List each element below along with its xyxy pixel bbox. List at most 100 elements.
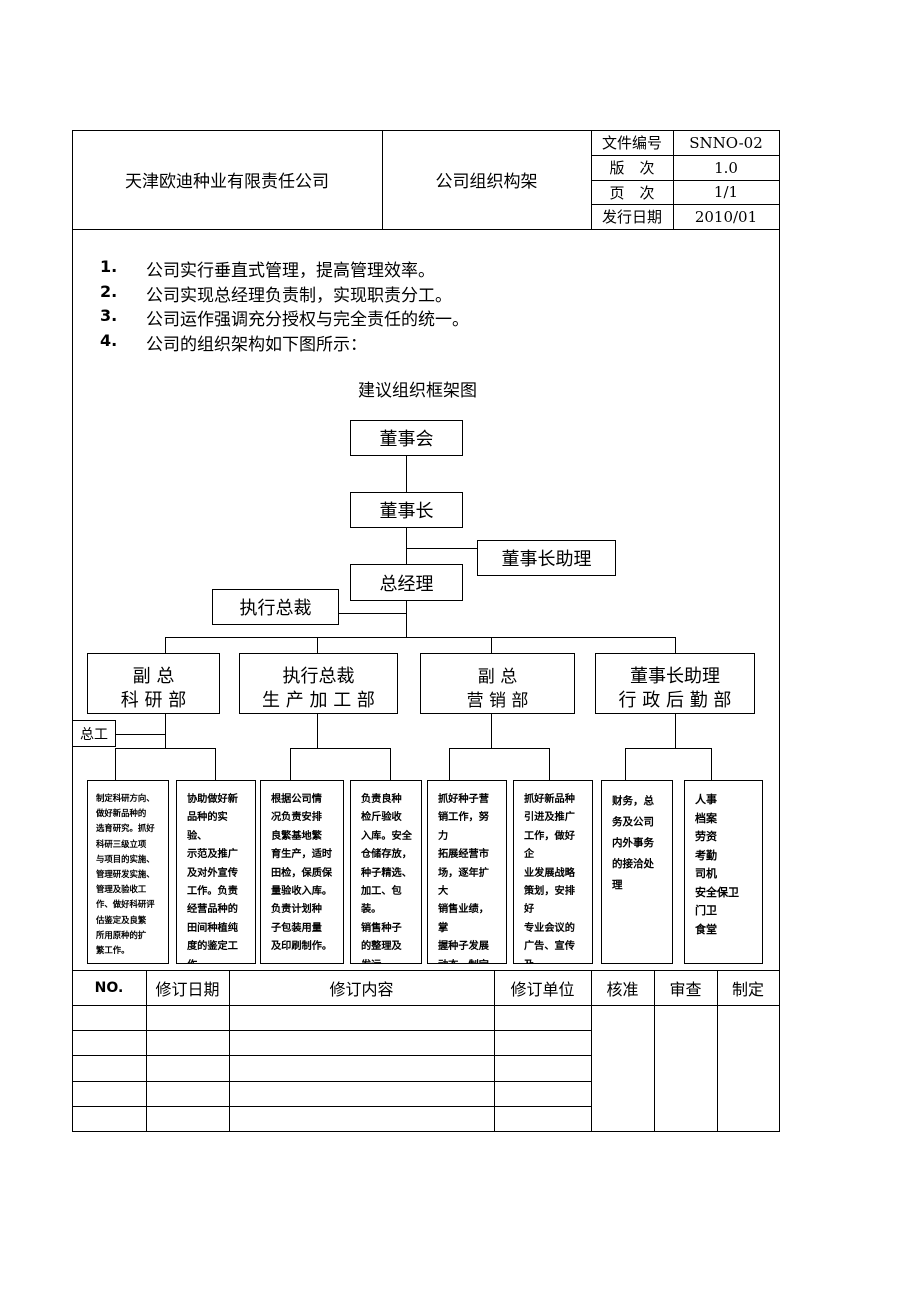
meta-value-issue-date: 2010/01 <box>694 207 758 226</box>
frame-left <box>72 130 73 1132</box>
dept-box-marketing: 副 总 营 销 部 <box>420 653 575 714</box>
duty-box-marketing-1: 抓好种子营 销工作，努力 拓展经营市 场，逐年扩大 销售业绩，掌 握种子发展 动… <box>427 780 507 964</box>
connector-dept-3 <box>491 637 492 653</box>
dept-box-admin-logistics: 董事长助理 行 政 后 勤 部 <box>595 653 755 714</box>
meta-label-issue-date: 发行日期 <box>601 208 662 226</box>
dept-name: 科 研 部 <box>120 690 187 711</box>
org-chart-title: 建议组织框架图 <box>358 381 477 401</box>
document-title: 公司组织构架 <box>435 172 538 192</box>
rev-header-unit: 修订单位 <box>510 979 575 999</box>
dept-box-production: 执行总裁 生 产 加 工 部 <box>239 653 398 714</box>
duty-text: 负责良种 检斤验收 入库。安全 仓储存放， 种子精选、 加工、包装。 销售种子 … <box>361 794 412 963</box>
duty-text: 抓好种子营 销工作，努力 拓展经营市 场，逐年扩大 销售业绩，掌 握种子发展 动… <box>438 794 489 963</box>
duty-box-research-2: 协助做好新 品种的实验、 示范及推广 及对外宣传 工作。负责 经营品种的 田间种… <box>176 780 256 964</box>
header-bottom-line <box>72 229 780 230</box>
company-name: 天津欧迪种业有限责任公司 <box>125 172 329 192</box>
rev-line-row-4 <box>72 1106 591 1107</box>
intro-num-4: 4. <box>100 331 118 350</box>
dept-title: 副 总 <box>477 667 518 687</box>
connector-gm-departments <box>406 600 407 637</box>
connector-dept2-down <box>317 714 318 748</box>
duty-text: 协助做好新 品种的实验、 示范及推广 及对外宣传 工作。负责 经营品种的 田间种… <box>187 794 238 963</box>
header-divider-2 <box>591 130 592 229</box>
duty-box-admin-1: 财务，总 务及公司 内外事务 的接洽处 理 <box>601 780 673 964</box>
intro-text-3: 公司运作强调充分授权与完全责任的统一。 <box>146 310 469 330</box>
rev-header-date: 修订日期 <box>155 979 220 999</box>
dept-title: 执行总裁 <box>282 666 355 687</box>
rev-col-line-3 <box>494 970 495 1131</box>
connector-duty-7 <box>625 748 626 780</box>
intro-num-3: 3. <box>100 306 118 325</box>
meta-row-line-1 <box>591 155 780 156</box>
connector-dept-1 <box>165 637 166 653</box>
connector-exec-president <box>338 613 406 614</box>
header-divider-3 <box>673 130 674 229</box>
meta-value-version: 1.0 <box>714 158 738 177</box>
connector-chief-engineer <box>115 734 165 735</box>
duty-box-marketing-2: 抓好新品种 引进及推广 工作，做好企 业发展战略 策划，安排好 专业会议的 广告… <box>513 780 593 964</box>
meta-row-line-3 <box>591 204 780 205</box>
rev-col-line-5 <box>654 970 655 1131</box>
dept-box-research: 副 总 科 研 部 <box>87 653 220 714</box>
meta-row-line-2 <box>591 180 780 181</box>
duty-text: 财务，总 务及公司 内外事务 的接洽处 理 <box>612 795 654 891</box>
frame-right <box>779 130 780 1132</box>
rev-col-line-2 <box>229 970 230 1131</box>
org-box-chief-engineer: 总工 <box>72 720 116 747</box>
dept-name: 生 产 加 工 部 <box>262 690 375 711</box>
connector-chairman-assistant <box>406 548 478 549</box>
rev-line-row-1 <box>72 1030 591 1031</box>
frame-bottom <box>72 1131 780 1132</box>
connector-departments-bar <box>165 637 675 638</box>
duty-box-research-1: 制定科研方向、 做好新品种的 选育研究。抓好 科研三级立项 与项目的实施、 管理… <box>87 780 169 964</box>
rev-line-row-3 <box>72 1081 591 1082</box>
org-box-general-manager: 总经理 <box>350 564 463 601</box>
rev-col-line-4 <box>591 970 592 1131</box>
intro-num-1: 1. <box>100 257 118 276</box>
duty-box-production-2: 负责良种 检斤验收 入库。安全 仓储存放， 种子精选、 加工、包装。 销售种子 … <box>350 780 422 964</box>
rev-col-line-1 <box>146 970 147 1131</box>
org-box-board: 董事会 <box>350 420 463 456</box>
connector-dept3-down <box>491 714 492 748</box>
connector-dept1-down <box>165 714 166 748</box>
intro-num-2: 2. <box>100 282 118 301</box>
rev-line-row-2 <box>72 1055 591 1056</box>
meta-label-version: 版 次 <box>609 159 655 177</box>
connector-dept4-down <box>675 714 676 748</box>
connector-dept1-children-bar <box>115 748 215 749</box>
org-box-chairman: 董事长 <box>350 492 463 528</box>
meta-label-doc-no: 文件编号 <box>601 134 662 152</box>
connector-chairman-gm <box>406 527 407 564</box>
duty-box-admin-2: 人事 档案 劳资 考勤 司机 安全保卫 门卫 食堂 <box>684 780 763 964</box>
intro-text-2: 公司实现总经理负责制，实现职责分工。 <box>146 286 452 306</box>
intro-text-1: 公司实行垂直式管理，提高管理效率。 <box>146 261 435 281</box>
rev-header-approve: 核准 <box>606 979 639 999</box>
duty-text: 人事 档案 劳资 考勤 司机 安全保卫 门卫 食堂 <box>695 793 739 936</box>
connector-duty-2 <box>215 748 216 780</box>
connector-duty-1 <box>115 748 116 780</box>
duty-box-production-1: 根据公司情 况负责安排 良繁基地繁 育生产，适时 田检，保质保 量验收入库。 负… <box>260 780 344 964</box>
connector-dept4-children-bar <box>625 748 711 749</box>
dept-title: 董事长助理 <box>630 666 720 687</box>
connector-duty-6 <box>549 748 550 780</box>
rev-header-review: 审查 <box>669 979 702 999</box>
connector-duty-8 <box>711 748 712 780</box>
connector-board-chairman <box>406 455 407 492</box>
connector-dept-4 <box>675 637 676 653</box>
org-box-executive-president: 执行总裁 <box>212 589 339 625</box>
connector-duty-3 <box>290 748 291 780</box>
connector-dept-2 <box>317 637 318 653</box>
frame-top <box>72 130 780 131</box>
duty-text: 制定科研方向、 做好新品种的 选育研究。抓好 科研三级立项 与项目的实施、 管理… <box>96 793 155 956</box>
dept-name: 营 销 部 <box>466 691 529 711</box>
connector-duty-4 <box>390 748 391 780</box>
dept-name: 行 政 后 勤 部 <box>618 690 732 711</box>
rev-line-header-bottom <box>72 1005 780 1006</box>
rev-header-content: 修订内容 <box>329 979 394 999</box>
meta-value-doc-no: SNNO-02 <box>689 133 763 152</box>
header-divider-1 <box>382 130 383 229</box>
org-box-chairman-assistant: 董事长助理 <box>477 540 616 576</box>
duty-text: 抓好新品种 引进及推广 工作，做好企 业发展战略 策划，安排好 专业会议的 广告… <box>524 794 575 963</box>
connector-dept3-children-bar <box>449 748 549 749</box>
rev-col-line-6 <box>717 970 718 1131</box>
